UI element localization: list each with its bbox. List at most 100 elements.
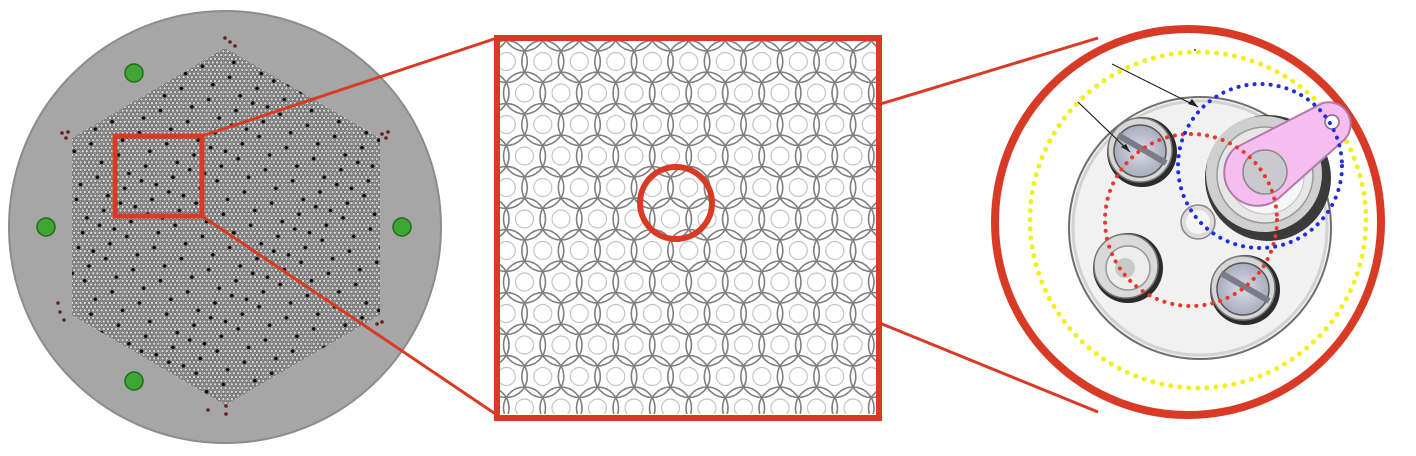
fuel-channel-dot (286, 216, 291, 220)
fuel-channel-dot (282, 208, 287, 213)
fuel-channel-dot (187, 234, 192, 239)
fuel-channel-dot (200, 241, 205, 246)
fuel-channel-dot (337, 230, 341, 235)
fuel-channel-dot (164, 105, 169, 109)
fuel-channel-dot (263, 190, 268, 194)
fuel-channel-dot (370, 267, 375, 272)
fuel-channel-dot (330, 278, 335, 283)
fuel-channel-dot (236, 260, 240, 265)
fuel-channel-dot (274, 223, 278, 228)
fuel-channel-dot (179, 182, 184, 187)
fuel-channel-dot (343, 271, 348, 276)
fuel-channel-dot (280, 256, 285, 261)
fuel-channel-dot (91, 204, 96, 209)
fuel-channel-dot (215, 119, 219, 124)
fuel-channel-dot (110, 275, 114, 279)
fuel-channel-dot (364, 219, 369, 224)
fuel-channel-dot (217, 86, 222, 91)
fuel-channel-dot (284, 241, 289, 246)
fuel-channel-dot (127, 105, 131, 109)
fuel-channel-dot (326, 264, 331, 268)
fuel-channel-dot (215, 90, 219, 94)
fuel-channel-dot (253, 223, 257, 228)
fuel-channel-dot (261, 245, 266, 250)
fuel-channel-dot (370, 142, 375, 146)
fuel-channel-dot (257, 230, 261, 235)
fuel-channel-dot (280, 160, 285, 165)
fuel-channel-dot (246, 130, 251, 135)
fuel-channel-dot (297, 249, 301, 254)
fuel-channel-dot (370, 60, 375, 65)
fuel-channel-dot (353, 149, 358, 154)
fuel-channel-dot (370, 193, 375, 198)
fuel-channel-dot (200, 93, 205, 98)
fuel-channel-dot (152, 90, 156, 94)
fuel-channel-dot (366, 267, 371, 272)
fuel-channel-dot (106, 186, 110, 191)
fuel-channel-dot (269, 134, 274, 139)
fuel-channel-dot (379, 208, 380, 213)
fuel-channel-dot (95, 249, 100, 254)
fuel-channel-dot (158, 116, 163, 120)
fuel-channel-dot (377, 42, 380, 45)
control-channel-dot (332, 134, 337, 139)
fuel-channel-dot (87, 190, 91, 194)
fuel-channel-dot (217, 175, 222, 180)
fuel-channel-dot (206, 171, 211, 176)
fuel-channel-dot (194, 90, 198, 94)
fuel-channel-dot (229, 197, 234, 202)
fuel-channel-dot (328, 127, 333, 131)
fuel-channel-dot (72, 190, 75, 194)
fuel-channel-dot (206, 193, 211, 198)
fuel-channel-dot (208, 256, 213, 261)
fuel-channel-dot (311, 186, 316, 191)
fuel-channel-dot (236, 90, 240, 94)
fuel-channel-dot (177, 171, 182, 176)
fuel-channel-dot (232, 112, 236, 117)
fuel-channel-dot (229, 219, 234, 224)
fuel-channel-dot (364, 153, 369, 157)
fuel-channel-dot (223, 223, 228, 228)
fuel-channel-dot (246, 71, 251, 76)
fuel-channel-dot (206, 201, 211, 205)
fuel-channel-dot (351, 227, 356, 231)
fuel-channel-dot (259, 234, 264, 239)
fuel-channel-dot (320, 267, 324, 272)
fuel-channel-dot (116, 241, 121, 246)
fuel-channel-dot (127, 156, 131, 161)
fuel-channel-dot (76, 164, 81, 168)
fuel-channel-dot (358, 260, 362, 265)
fuel-channel-dot (376, 145, 380, 150)
fuel-channel-dot (318, 108, 322, 113)
fuel-channel-dot (360, 249, 364, 254)
control-channel-dot (290, 179, 295, 183)
control-channel-dot (124, 234, 129, 239)
fuel-channel-dot (143, 230, 148, 235)
fuel-channel-dot (263, 138, 268, 143)
fuel-channel-dot (80, 245, 85, 250)
fuel-channel-dot (137, 116, 142, 120)
fuel-channel-dot (131, 245, 135, 250)
fuel-channel-dot (232, 53, 236, 57)
fuel-channel-dot (307, 134, 312, 139)
fuel-channel-dot (66, 42, 69, 45)
fuel-channel-dot (122, 119, 127, 124)
fuel-channel-dot (320, 119, 324, 124)
fuel-channel-dot (78, 234, 83, 239)
fuel-channel-dot (108, 271, 112, 276)
fuel-channel-dot (274, 171, 278, 176)
fuel-channel-dot (360, 278, 364, 283)
fuel-channel-dot (297, 227, 301, 231)
fuel-channel-dot (362, 156, 366, 161)
fuel-channel-dot (106, 260, 110, 265)
fuel-channel-dot (78, 49, 83, 54)
fuel-channel-dot (309, 227, 314, 231)
fuel-channel-dot (364, 234, 369, 239)
fuel-channel-dot (131, 112, 135, 117)
fuel-channel-dot (202, 119, 207, 124)
fuel-channel-dot (225, 190, 230, 194)
fuel-channel-dot (337, 282, 341, 287)
fuel-channel-dot (303, 223, 308, 228)
fuel-channel-dot (72, 142, 77, 146)
fuel-channel-dot (129, 241, 133, 246)
